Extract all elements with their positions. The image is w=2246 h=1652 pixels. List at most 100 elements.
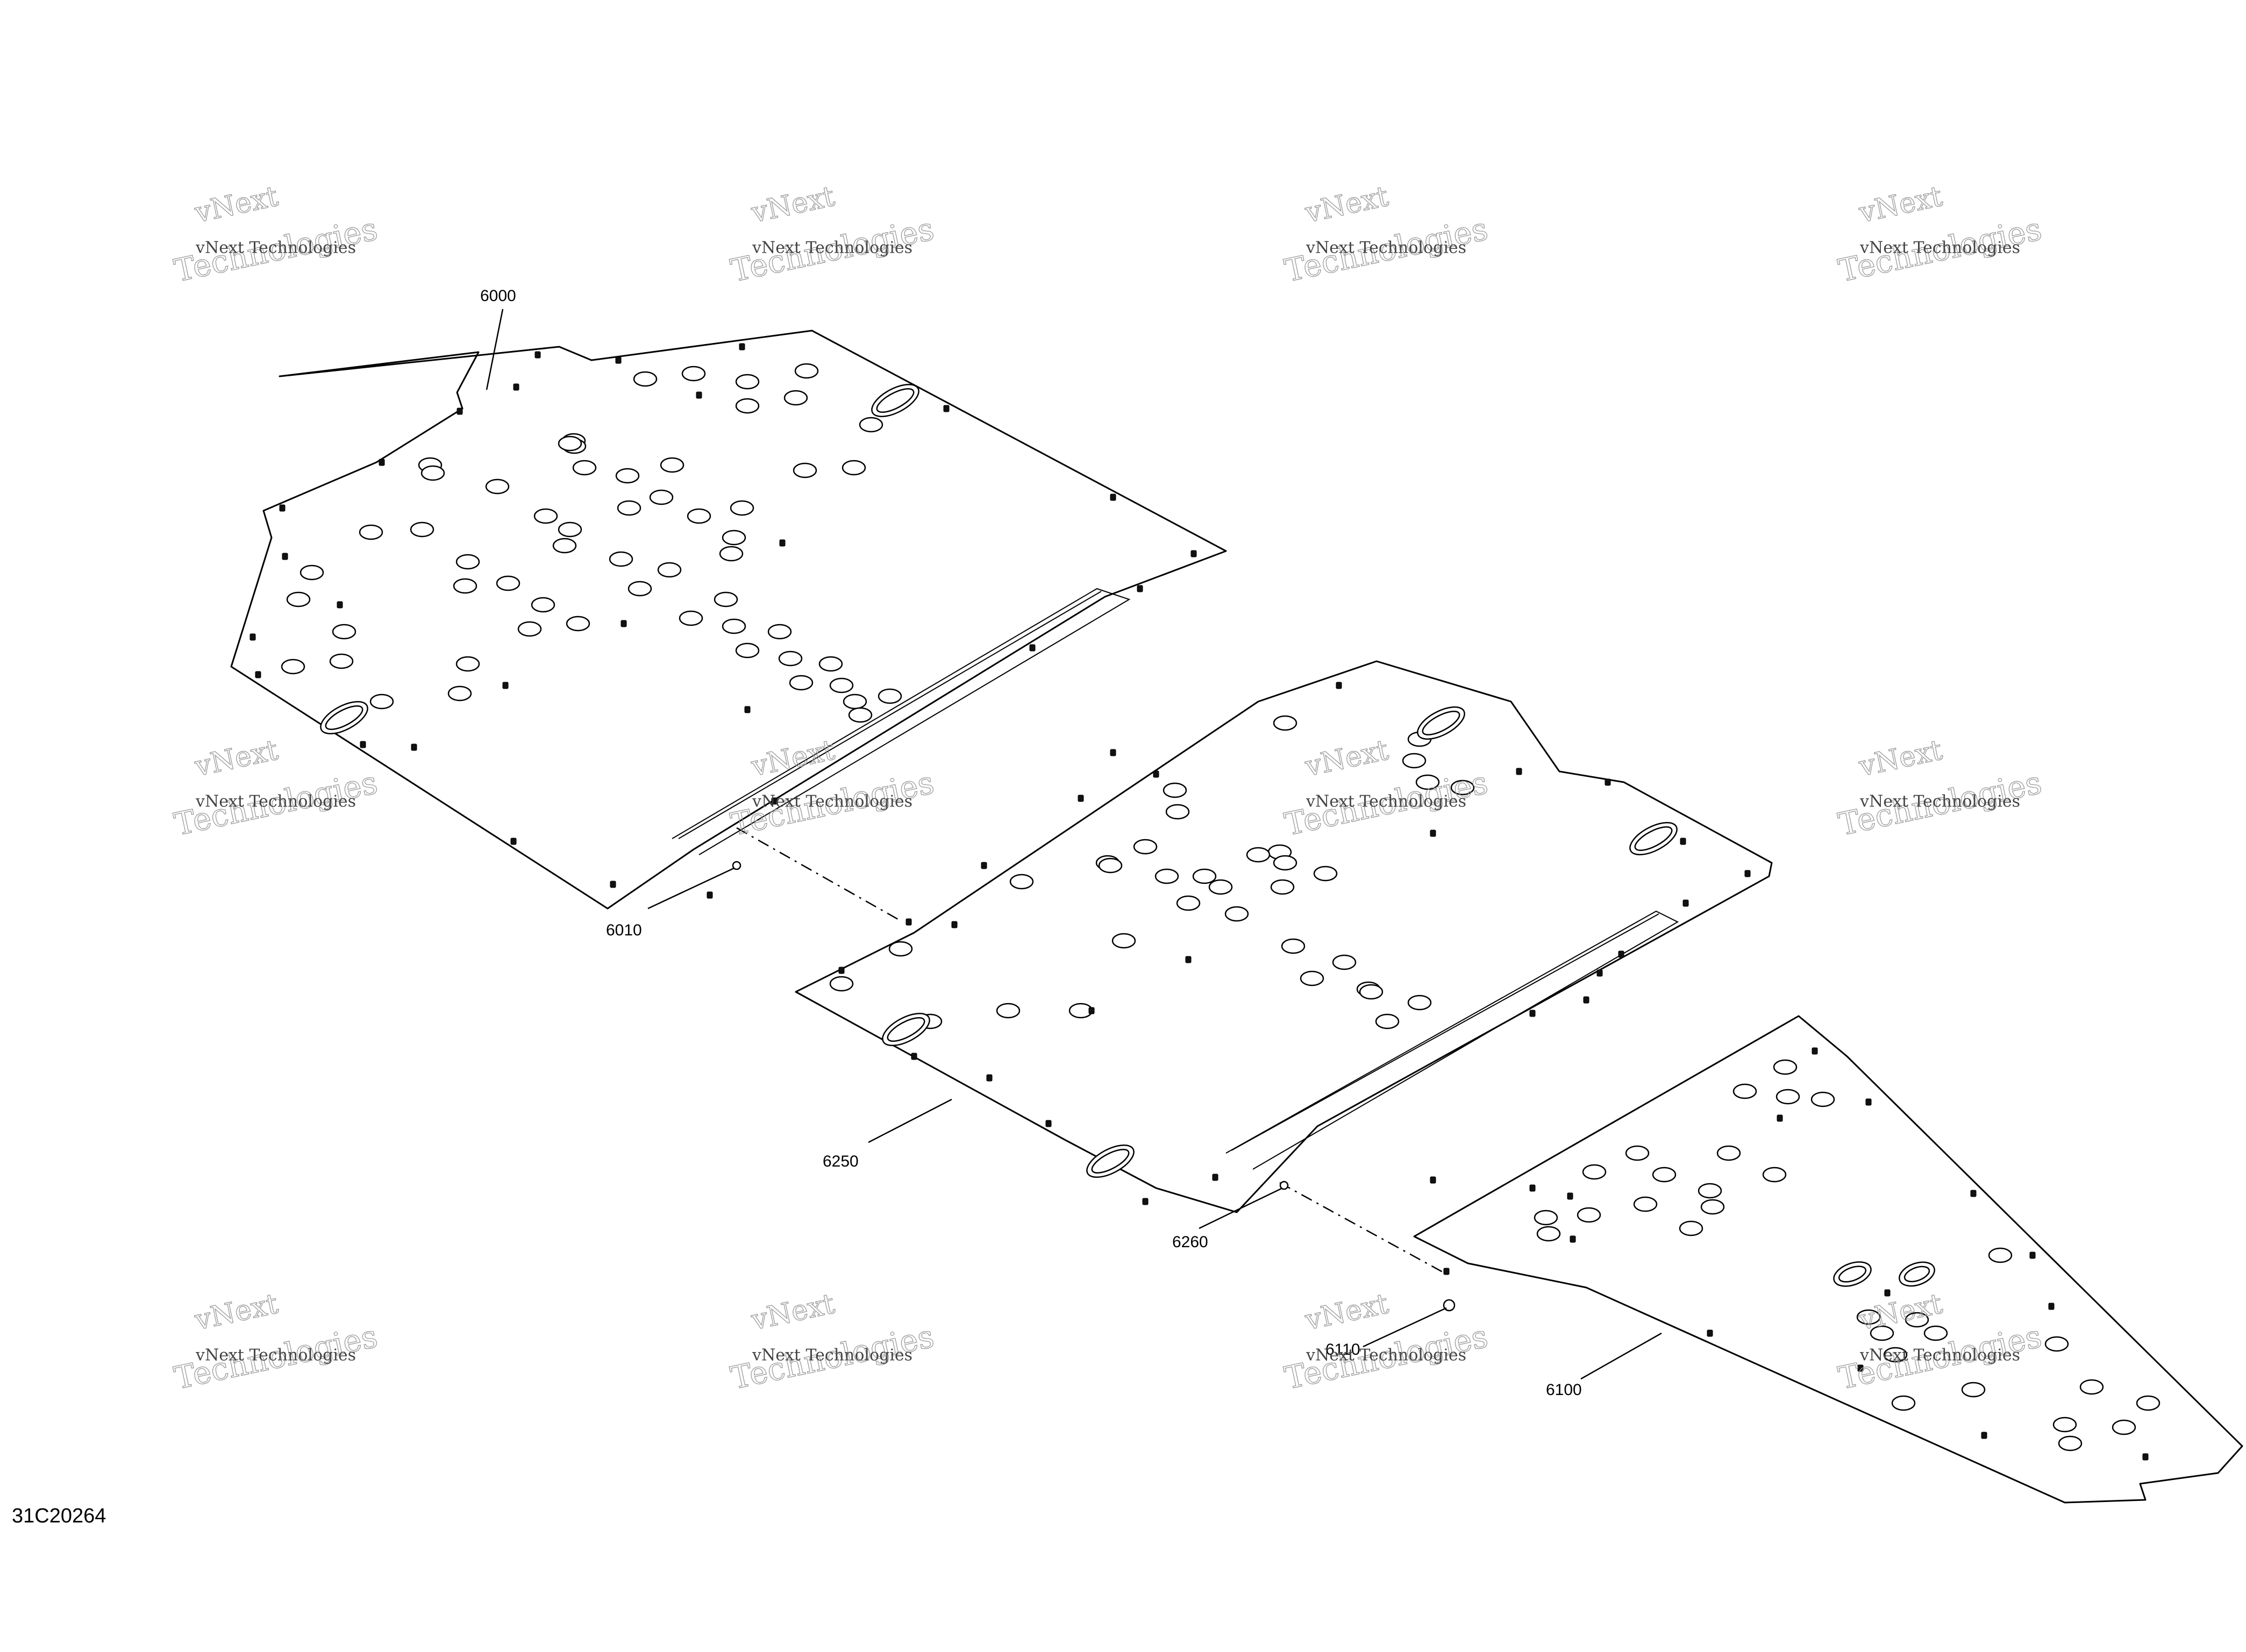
mounting-hole: [1407, 995, 1432, 1011]
mounting-hole: [1732, 1083, 1757, 1099]
mounting-hole: [447, 685, 472, 702]
mounting-hole: [617, 500, 641, 516]
mounting-hole: [1359, 984, 1384, 1000]
watermark-caption: vNext Technologies: [1306, 1346, 1466, 1365]
fastener-6010: [732, 861, 741, 870]
mounting-hole: [533, 508, 558, 524]
bolt-mark: [1190, 550, 1197, 557]
mounting-hole: [2136, 1395, 2161, 1411]
bolt-mark: [1707, 1329, 1713, 1337]
bolt-mark: [779, 539, 786, 547]
bolt-mark: [1110, 749, 1116, 756]
bolt-mark: [1142, 1198, 1149, 1205]
bolt-mark: [1110, 494, 1116, 501]
mounting-hole: [1536, 1226, 1561, 1242]
mounting-hole: [2044, 1336, 2069, 1352]
mounting-hole: [410, 521, 434, 538]
bolt-mark: [1981, 1432, 1987, 1439]
bolt-mark: [1137, 585, 1143, 592]
mounting-hole: [1402, 753, 1427, 769]
bolt-mark: [707, 891, 713, 899]
watermark-caption: vNext Technologies: [195, 792, 356, 811]
mounting-hole: [1273, 855, 1297, 871]
leader-6260: [1199, 1187, 1283, 1229]
bolt-mark: [1884, 1289, 1891, 1297]
mounting-hole: [1450, 779, 1475, 796]
mounting-hole: [735, 374, 760, 390]
bolt-mark: [1336, 682, 1342, 689]
mounting-hole: [286, 591, 311, 607]
mounting-hole: [1776, 1089, 1800, 1105]
assembly-line-lower: [1279, 1182, 1447, 1275]
plate-bolts: [249, 343, 2149, 1461]
bolt-mark: [360, 741, 366, 748]
watermark-word: vNext: [192, 1288, 281, 1336]
mounting-hole: [878, 688, 902, 704]
slot-hole-inner: [1091, 1149, 1130, 1174]
bolt-mark: [2142, 1453, 2149, 1461]
bolt-mark: [905, 918, 912, 926]
slot-hole-inner: [887, 1017, 925, 1042]
slot-hole-inner: [325, 705, 363, 730]
mounting-hole: [558, 435, 582, 452]
watermark-word: vNext: [748, 1288, 838, 1336]
mounting-hole: [453, 578, 477, 594]
bolt-mark: [1744, 870, 1751, 877]
mounting-hole: [767, 624, 792, 640]
mounting-hole: [789, 675, 814, 691]
mounting-hole: [1534, 1210, 1558, 1226]
mounting-hole: [842, 460, 866, 476]
bolt-mark: [1777, 1114, 1783, 1122]
mounting-hole: [455, 554, 480, 570]
mounting-hole: [572, 460, 597, 476]
watermark-word: vNext: [1302, 180, 1392, 229]
mounting-hole: [1652, 1167, 1677, 1183]
bolt-mark: [943, 405, 950, 412]
mounting-hole: [1773, 1059, 1798, 1075]
mounting-hole: [843, 693, 867, 710]
slot-hole-inner: [1422, 711, 1460, 735]
mounting-hole: [1988, 1247, 2013, 1263]
mounting-hole: [1883, 1347, 1908, 1363]
watermark-caption: vNext Technologies: [752, 239, 912, 258]
mounting-hole: [1716, 1145, 1741, 1161]
watermark-caption: vNext Technologies: [752, 792, 912, 811]
bolt-mark: [1682, 899, 1689, 907]
bolt-mark: [502, 682, 509, 689]
mounting-hole: [1208, 879, 1233, 895]
mounting-hole: [1891, 1395, 1916, 1411]
bolt-mark: [981, 862, 987, 869]
mounting-hole: [2079, 1379, 2104, 1395]
mounting-hole: [1870, 1325, 1894, 1341]
bolt-mark: [1045, 1120, 1052, 1127]
mounting-hole: [558, 521, 582, 538]
bolt-mark: [1443, 1268, 1450, 1275]
mounting-hole: [300, 564, 324, 581]
mounting-hole: [1111, 933, 1136, 949]
bolt-mark: [1680, 838, 1686, 845]
label-6110: 6110: [1325, 1341, 1360, 1358]
watermark-caption: vNext Technologies: [195, 1346, 356, 1365]
mounting-hole: [1270, 879, 1295, 895]
mounting-hole: [687, 508, 711, 524]
bolt-mark: [279, 504, 286, 512]
mounting-hole: [2052, 1417, 2077, 1433]
mounting-hole: [859, 417, 883, 433]
bolt-mark: [1153, 770, 1159, 778]
mounting-hole: [2112, 1419, 2136, 1435]
watermark-word: vNext: [1856, 180, 1945, 229]
assembly-line-upper: [736, 827, 899, 920]
bolt-mark: [744, 706, 751, 713]
mounting-hole: [714, 591, 738, 607]
watermark-word: vNext: [192, 180, 281, 229]
mounting-hole: [1313, 866, 1338, 882]
label-6100: 6100: [1546, 1381, 1582, 1399]
mounting-hole: [615, 468, 640, 484]
bolt-mark: [1029, 644, 1036, 652]
mounting-hole: [2058, 1435, 2083, 1451]
